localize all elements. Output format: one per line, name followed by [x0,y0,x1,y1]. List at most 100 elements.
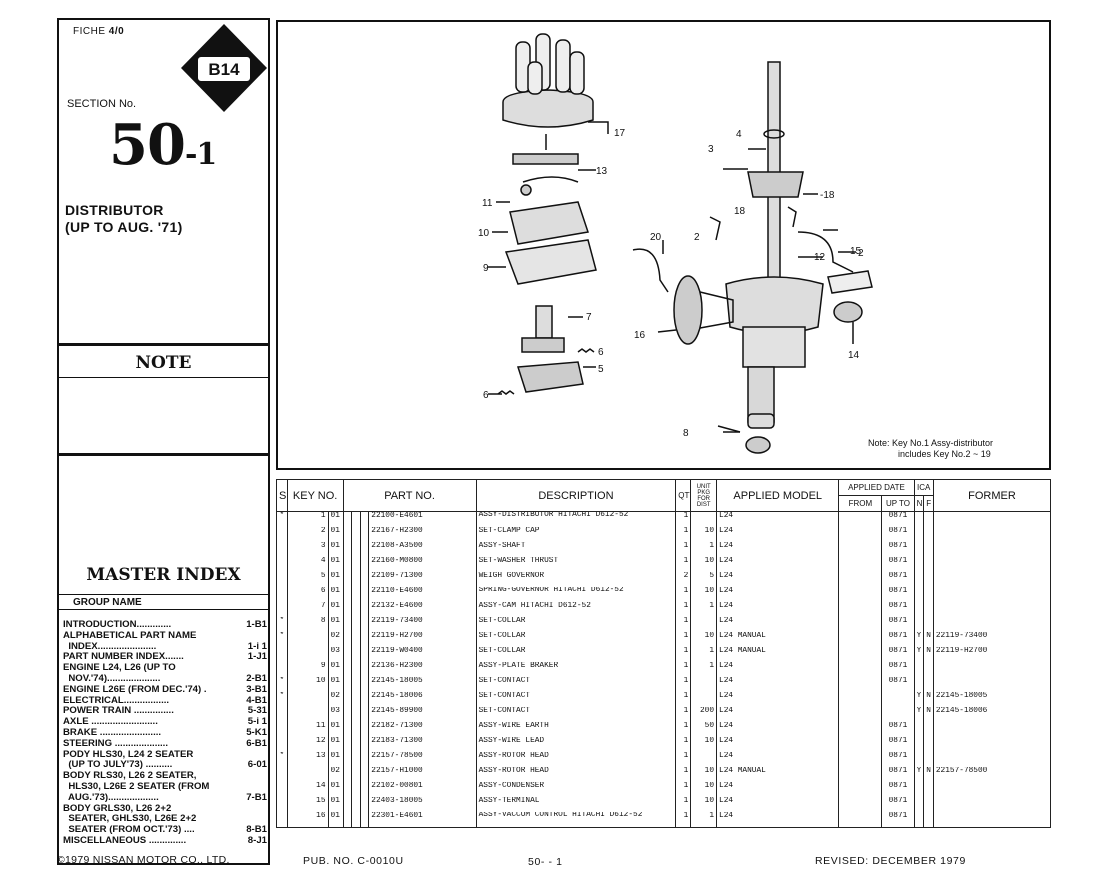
note-rule-bottom [59,377,268,378]
cell-s: * [276,677,288,692]
cell-part: 22100-E4601 [368,511,477,527]
cell-spacer [342,511,353,527]
cell-spacer [351,587,361,602]
cell-spacer [351,707,361,722]
cell-s [276,767,288,782]
cell-key: 11 [286,722,329,737]
group-item-label: PART NUMBER INDEX....... [63,652,184,663]
cell-upto [881,707,915,722]
cell-n [913,527,925,542]
callout-18b: -18 [820,190,835,201]
cell-qty: 1 [675,707,692,722]
cell-s: * [276,632,288,647]
group-item: AUG.'73)...................7-B1 [63,792,267,804]
cell-n: Y [913,647,925,662]
cell-spacer [351,632,361,647]
cell-part: 22160-M0800 [368,557,477,572]
cell-spacer [359,617,370,632]
cell-upto: 0871 [881,647,915,662]
cell-spacer [359,737,370,752]
title-line-1: DISTRIBUTOR [65,202,164,218]
cell-key: 16 [286,812,329,828]
cell-qty: 1 [675,812,692,828]
cell-model: L24 [716,812,840,828]
callout-5: 5 [598,364,604,375]
cell-sub: 01 [327,722,344,737]
cam-assy-icon [535,305,553,339]
callout-4: 4 [736,129,742,140]
group-item-code: 2-B1 [246,672,267,684]
cell-sub: 01 [327,602,344,617]
group-item: ALPHABETICAL PART NAME [63,631,267,642]
cell-upto: 0871 [881,572,915,587]
group-item: NOV.'74)....................2-B1 [63,672,267,685]
cell-s [276,572,288,587]
cell-model: L24 [716,511,840,527]
cell-f: N [923,632,934,647]
cell-desc: ASSY-WIRE EARTH [475,722,677,737]
cell-from [838,707,883,722]
terminal-icon [827,270,873,294]
cell-sub: 01 [327,812,344,828]
col-applied-model: APPLIED MODEL [716,479,840,512]
cell-sub: 03 [327,707,344,722]
cell-spacer [342,527,353,542]
group-item-label: ALPHABETICAL PART NAME [63,630,197,641]
earth-wire-icon [522,176,579,183]
group-item-label: INTRODUCTION............. [63,620,172,630]
cell-former [932,797,1052,812]
contact-set-icon [509,201,589,245]
group-item: PODY HLS30, L24 2 SEATER [63,750,267,761]
group-item: INDEX......................1-i 1 [63,641,267,653]
master-rule-top [59,455,268,456]
cell-pkg: 200 [690,707,718,722]
callout-20: 20 [650,232,662,243]
cell-spacer [359,752,370,767]
cell-key: 13 [286,752,329,767]
cell-spacer [351,692,361,707]
group-item: ENGINE L26E (FROM DEC.'74) .3-B1 [63,684,267,696]
group-item-label: ELECTRICAL................. [63,695,170,706]
cell-spacer [342,677,353,692]
cell-n: Y [913,632,925,647]
cell-spacer [342,812,353,828]
cell-n: Y [913,707,925,722]
group-item-code: 5-K1 [246,726,267,738]
cell-upto: 0871 [881,722,915,737]
cell-spacer [342,557,353,572]
group-item: (UP TO JULY'73) ..........6-01 [63,760,267,771]
cell-sub: 01 [327,572,344,587]
cell-n [913,737,925,752]
cell-desc: ASSY-TERMINAL [475,797,677,812]
cell-s [276,647,288,662]
cell-f [923,557,934,572]
cell-key: 2 [286,527,329,542]
cell-from [838,812,883,828]
cell-from [838,511,883,527]
cell-desc: ASSY-CAM HITACHI D612-52 [475,602,677,617]
cell-model: L24 [716,692,840,707]
cell-sub: 01 [327,752,344,767]
cell-key: 6 [286,587,329,602]
cell-qty: 1 [675,632,692,647]
cell-key: 12 [286,737,329,752]
cell-desc: ASSY-ROTOR HEAD [475,752,677,767]
cell-spacer [359,707,370,722]
cell-part: 22145-18005 [368,677,477,692]
group-item-label: ENGINE L24, L26 (UP TO [63,663,176,674]
callout-9: 9 [483,263,489,274]
cell-upto: 0871 [881,617,915,632]
cell-former: 22119-H2700 [932,647,1052,662]
callout-11: 11 [482,198,493,209]
cell-n [913,662,925,677]
cell-sub: 01 [327,662,344,677]
diagram-note-line-2: includes Key No.2 ~ 19 [898,449,991,459]
group-item: BODY RLS30, L26 2 SEATER, [63,771,267,782]
cell-pkg: 10 [690,797,718,812]
cell-qty: 1 [675,511,692,527]
cell-spacer [351,557,361,572]
cell-f: N [923,647,934,662]
group-item-code: 5-i 1 [247,716,267,728]
